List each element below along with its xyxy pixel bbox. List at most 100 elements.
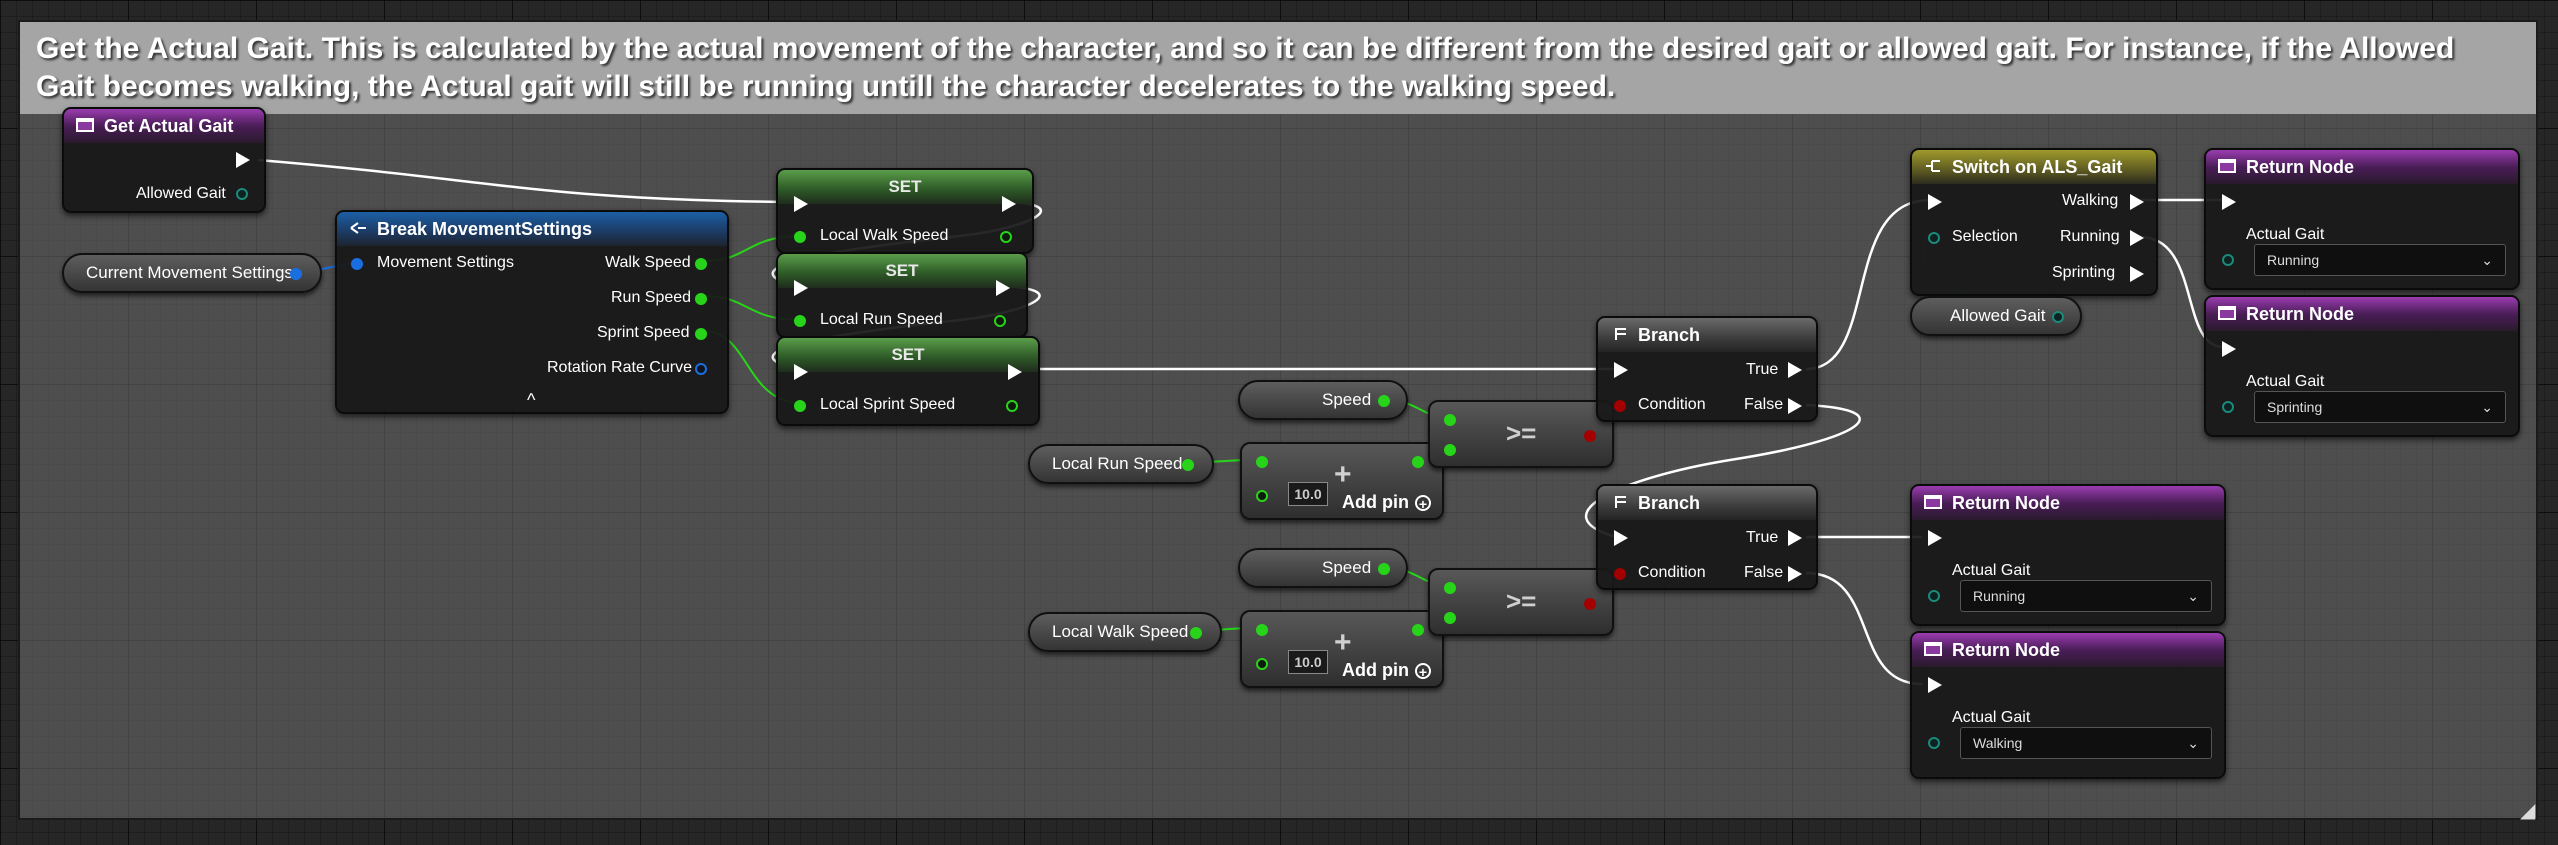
set-run-exec-in[interactable] bbox=[794, 280, 808, 296]
allowed-gait-pin[interactable] bbox=[236, 188, 248, 200]
add-node-a[interactable]: 10.0 + Add pin+ bbox=[1240, 442, 1444, 520]
entry-node-get-actual-gait[interactable]: Get Actual Gait Allowed Gait bbox=[62, 107, 266, 213]
set-walk-exec-in[interactable] bbox=[794, 196, 808, 212]
sprint-speed-pin[interactable] bbox=[695, 328, 707, 340]
compare-a-output-pin[interactable] bbox=[1584, 430, 1596, 442]
add-a-input-1[interactable] bbox=[1256, 456, 1268, 468]
set-run-exec-out[interactable] bbox=[996, 280, 1010, 296]
branch-a-true-pin[interactable] bbox=[1788, 362, 1802, 378]
rotation-rate-curve-pin[interactable] bbox=[695, 363, 707, 375]
compare-b-output-pin[interactable] bbox=[1584, 598, 1596, 610]
return-3-exec-in[interactable] bbox=[1928, 530, 1942, 546]
speed-b-pin[interactable] bbox=[1378, 563, 1390, 575]
comment-header[interactable] bbox=[20, 22, 2536, 114]
set-run-output-pin[interactable] bbox=[994, 315, 1006, 327]
var-speed-a[interactable]: Speed bbox=[1238, 380, 1408, 420]
return-3-label: Actual Gait bbox=[1952, 562, 2031, 579]
return-3-pin[interactable] bbox=[1928, 590, 1940, 602]
branch-node-a[interactable]: Branch True Condition False bbox=[1596, 316, 1818, 422]
branch-b-condition-pin[interactable] bbox=[1614, 568, 1626, 580]
add-b-add-pin[interactable]: Add pin+ bbox=[1342, 660, 1431, 681]
set-walk-exec-out[interactable] bbox=[1002, 196, 1016, 212]
walk-speed-pin[interactable] bbox=[695, 258, 707, 270]
return-4-pin[interactable] bbox=[1928, 737, 1940, 749]
return-4-dropdown[interactable]: Walking ⌄ bbox=[1960, 727, 2212, 759]
add-pin-label: Add pin bbox=[1342, 492, 1409, 512]
add-a-output-pin[interactable] bbox=[1412, 456, 1424, 468]
branch-a-exec-in[interactable] bbox=[1614, 362, 1628, 378]
var-speed-b[interactable]: Speed bbox=[1238, 548, 1408, 588]
switch-sprinting-pin[interactable] bbox=[2130, 266, 2144, 282]
rotation-rate-curve-label: Rotation Rate Curve bbox=[547, 359, 692, 376]
compare-node-b[interactable]: >= bbox=[1428, 568, 1614, 636]
break-movement-settings-node[interactable]: Break MovementSettings Movement Settings… bbox=[335, 210, 729, 414]
function-icon bbox=[76, 118, 94, 132]
add-b-input-1[interactable] bbox=[1256, 624, 1268, 636]
collapse-pins-icon[interactable]: ^ bbox=[527, 390, 536, 410]
add-a-add-pin[interactable]: Add pin+ bbox=[1342, 492, 1431, 513]
compare-b-input-2[interactable] bbox=[1444, 612, 1456, 624]
set-sprint-output-pin[interactable] bbox=[1006, 400, 1018, 412]
return-2-pin[interactable] bbox=[2222, 401, 2234, 413]
local-run-speed-pin[interactable] bbox=[1182, 459, 1194, 471]
compare-a-input-1[interactable] bbox=[1444, 414, 1456, 426]
set-sprint-input-pin[interactable] bbox=[794, 400, 806, 412]
return-2-dropdown[interactable]: Sprinting ⌄ bbox=[2254, 391, 2506, 423]
resize-handle-icon[interactable]: ◢ bbox=[2520, 800, 2536, 822]
set-walk-output-pin[interactable] bbox=[1000, 231, 1012, 243]
return-node-sprinting[interactable]: Return Node Actual Gait Sprinting ⌄ bbox=[2204, 295, 2520, 437]
movement-settings-input-label: Movement Settings bbox=[377, 254, 514, 271]
local-walk-speed-pin[interactable] bbox=[1190, 627, 1202, 639]
add-b-input-2[interactable] bbox=[1256, 658, 1268, 670]
compare-a-input-2[interactable] bbox=[1444, 444, 1456, 456]
current-movement-settings-pin[interactable] bbox=[290, 268, 302, 280]
branch-b-false-pin[interactable] bbox=[1788, 566, 1802, 582]
set-local-sprint-speed-node[interactable]: SET Local Sprint Speed bbox=[776, 336, 1040, 426]
var-current-movement-settings[interactable]: Current Movement Settings bbox=[62, 253, 322, 293]
add-b-value-field[interactable]: 10.0 bbox=[1288, 650, 1328, 674]
sprint-speed-label: Sprint Speed bbox=[597, 324, 690, 341]
entry-exec-out-pin[interactable] bbox=[236, 152, 250, 168]
var-allowed-gait[interactable]: Allowed Gait bbox=[1910, 296, 2082, 336]
var-local-run-speed[interactable]: Local Run Speed bbox=[1028, 444, 1214, 484]
return-4-exec-in[interactable] bbox=[1928, 677, 1942, 693]
function-icon bbox=[1924, 495, 1942, 509]
run-speed-pin[interactable] bbox=[695, 293, 707, 305]
switch-selection-pin[interactable] bbox=[1928, 232, 1940, 244]
return-2-exec-in[interactable] bbox=[2222, 341, 2236, 357]
add-node-b[interactable]: 10.0 + Add pin+ bbox=[1240, 610, 1444, 688]
switch-running-pin[interactable] bbox=[2130, 230, 2144, 246]
branch-a-false-pin[interactable] bbox=[1788, 398, 1802, 414]
set-sprint-exec-out[interactable] bbox=[1008, 364, 1022, 380]
return-1-dropdown-value: Running bbox=[2267, 252, 2320, 268]
switch-walking-pin[interactable] bbox=[2130, 194, 2144, 210]
branch-b-exec-in[interactable] bbox=[1614, 530, 1628, 546]
set-local-run-speed-node[interactable]: SET Local Run Speed bbox=[776, 252, 1028, 338]
speed-a-pin[interactable] bbox=[1378, 395, 1390, 407]
return-1-dropdown[interactable]: Running ⌄ bbox=[2254, 244, 2506, 276]
var-local-walk-speed[interactable]: Local Walk Speed bbox=[1028, 612, 1222, 652]
set-local-walk-speed-node[interactable]: SET Local Walk Speed bbox=[776, 168, 1034, 254]
switch-on-als-gait-node[interactable]: Switch on ALS_Gait Selection Walking Run… bbox=[1910, 148, 2158, 296]
branch-a-condition-pin[interactable] bbox=[1614, 400, 1626, 412]
branch-node-b[interactable]: Branch True Condition False bbox=[1596, 484, 1818, 590]
add-a-input-2[interactable] bbox=[1256, 490, 1268, 502]
return-1-exec-in[interactable] bbox=[2222, 194, 2236, 210]
set-sprint-exec-in[interactable] bbox=[794, 364, 808, 380]
movement-settings-input-pin[interactable] bbox=[351, 258, 363, 270]
return-node-running-b[interactable]: Return Node Actual Gait Running ⌄ bbox=[1910, 484, 2226, 626]
compare-b-input-1[interactable] bbox=[1444, 582, 1456, 594]
return-node-3-title: Return Node bbox=[1952, 493, 2060, 513]
allowed-gait-var-pin[interactable] bbox=[2052, 311, 2064, 323]
return-node-walking[interactable]: Return Node Actual Gait Walking ⌄ bbox=[1910, 631, 2226, 779]
compare-node-a[interactable]: >= bbox=[1428, 400, 1614, 468]
set-run-input-pin[interactable] bbox=[794, 315, 806, 327]
add-b-output-pin[interactable] bbox=[1412, 624, 1424, 636]
return-3-dropdown[interactable]: Running ⌄ bbox=[1960, 580, 2212, 612]
return-1-pin[interactable] bbox=[2222, 254, 2234, 266]
set-walk-input-pin[interactable] bbox=[794, 231, 806, 243]
branch-b-true-pin[interactable] bbox=[1788, 530, 1802, 546]
switch-exec-in[interactable] bbox=[1928, 194, 1942, 210]
add-a-value-field[interactable]: 10.0 bbox=[1288, 482, 1328, 506]
return-node-running[interactable]: Return Node Actual Gait Running ⌄ bbox=[2204, 148, 2520, 290]
